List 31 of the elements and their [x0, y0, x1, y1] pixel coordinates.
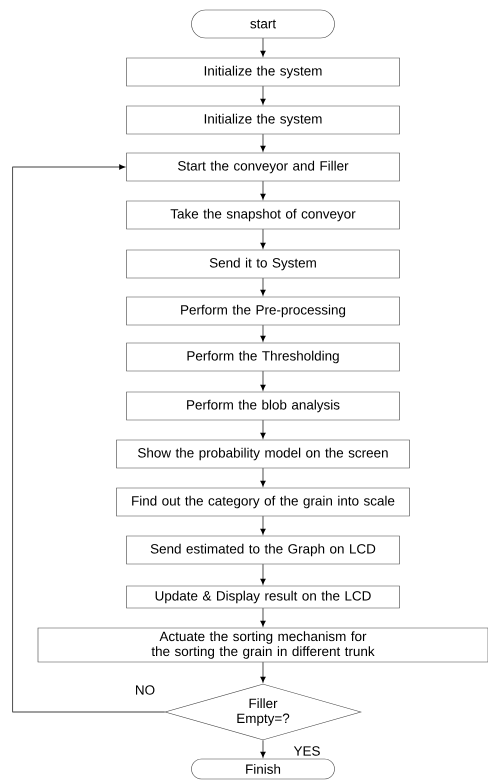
- arrow: [260, 86, 266, 105]
- process-box: Show the probability model on the screen: [116, 440, 410, 468]
- arrow: [260, 468, 266, 487]
- arrow: [260, 180, 266, 200]
- arrow: [260, 420, 266, 439]
- process-box: Perform the Pre-processing: [126, 296, 400, 326]
- process-box: Take the snapshot of conveyor: [126, 200, 400, 230]
- process-box: Send estimated to the Graph on LCD: [126, 536, 400, 564]
- process-box: Send it to System: [126, 250, 400, 278]
- edge-label: NO: [134, 684, 156, 696]
- arrow: [260, 134, 266, 152]
- process-box: Perform the blob analysis: [126, 392, 400, 420]
- process-box: Initialize the system: [126, 106, 400, 134]
- process-box: Initialize the system: [126, 58, 400, 86]
- edge-label: YES: [292, 745, 322, 757]
- arrow: [260, 324, 266, 342]
- arrow: [260, 662, 266, 683]
- arrow: [260, 370, 266, 391]
- process-box: Start the conveyor and Filler: [126, 152, 400, 182]
- arrow: [260, 278, 266, 296]
- process-box: Actuate the sorting mechanism for the sorting the grain in different trunk: [38, 628, 488, 662]
- arrow: [260, 564, 266, 585]
- arrow: [260, 608, 266, 627]
- process-box: Update & Display result on the LCD: [126, 586, 400, 608]
- arrow: [260, 516, 266, 535]
- process-box: Find out the category of the grain into scale: [116, 488, 410, 516]
- arrow: [12, 164, 166, 712]
- arrow: [260, 740, 266, 758]
- arrow: [260, 38, 266, 57]
- arrow: [260, 228, 266, 249]
- process-box: Perform the Thresholding: [126, 342, 400, 372]
